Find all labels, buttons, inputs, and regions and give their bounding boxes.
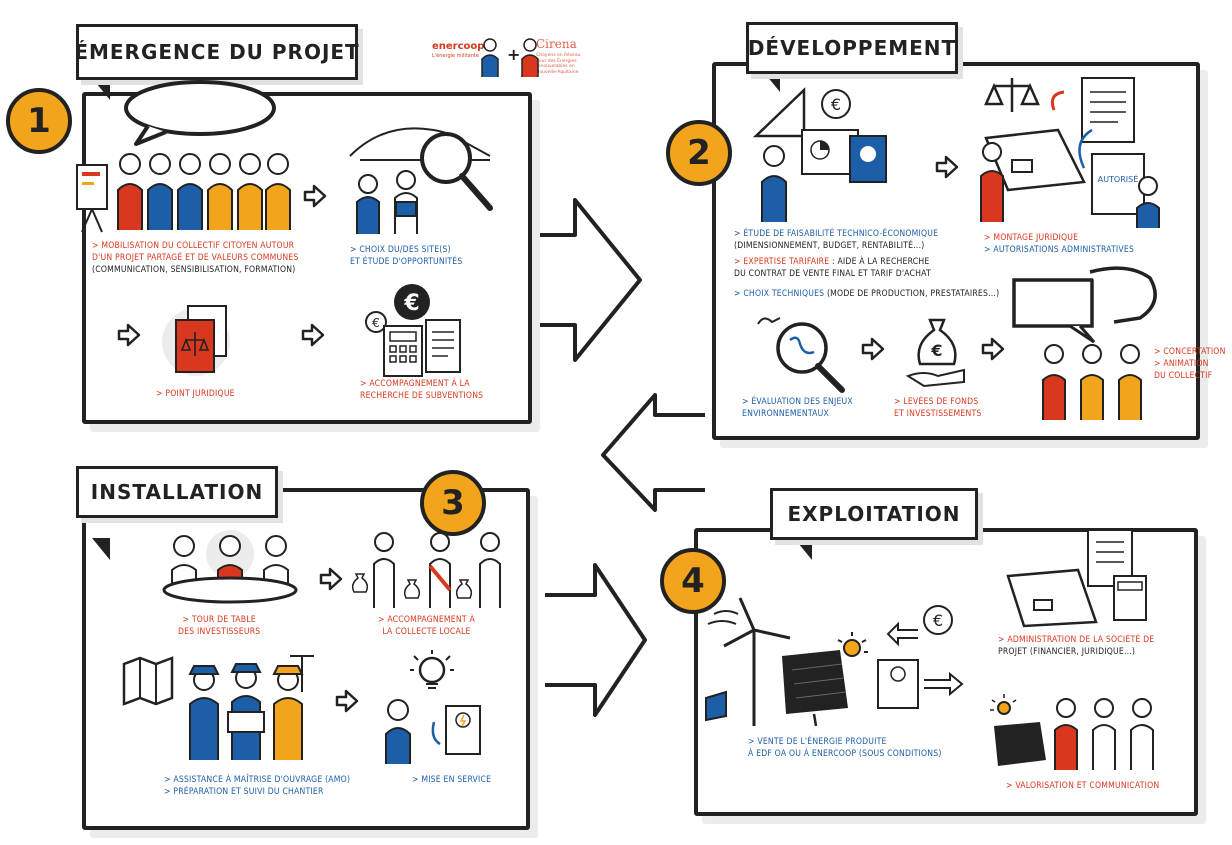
environment-assessment-icon — [757, 317, 845, 393]
flow-arrow-icon — [335, 689, 359, 713]
energy-production-illustration: € — [705, 597, 964, 727]
local-collection-illustration — [351, 532, 501, 608]
flow-arrow-icon — [935, 155, 959, 179]
phase-1-step-1-caption: > Mobilisation du collectif citoyen auto… — [92, 241, 299, 275]
svg-text:€: € — [403, 291, 419, 316]
phase-3-panel — [82, 488, 530, 830]
speech-bubble-icon — [124, 80, 276, 146]
phase-2-step-7-caption: > Concertation > Animation du collectif — [1154, 347, 1226, 381]
cirena-logo: Cirena — [536, 37, 577, 51]
phase-1-step-4-caption: > Accompagnement à la recherche de subve… — [360, 379, 484, 401]
phase-1-number: 1 — [6, 88, 72, 154]
phase-2-step-4-caption: > Montage juridique > Autorisations admi… — [984, 233, 1135, 255]
phase-2-step-3-caption: > Choix techniques (mode de production, … — [734, 289, 1000, 299]
authorised-stamp: AUTORISÉ — [1098, 173, 1139, 184]
cirena-tagline: Citoyens en Réseau pour des Énergies ren… — [536, 53, 581, 75]
phase-2-banner-tail — [762, 70, 780, 92]
legal-setup-illustration: AUTORISÉ — [980, 77, 1160, 228]
project-management-illustration — [122, 655, 314, 760]
phase-3-step-1-caption: > Tour de table des investisseurs — [178, 615, 261, 637]
phase-2-number: 2 — [666, 120, 732, 186]
phase-4-banner-tail — [794, 538, 812, 560]
phase-1-banner-tail — [92, 78, 110, 100]
phase-4-step-2-caption: > Vente de l'énergie produite à EDF OA o… — [748, 737, 942, 759]
flipchart-icon — [76, 164, 108, 233]
phase-2-step-1-caption: > Étude de faisabilité technico-économiq… — [734, 229, 939, 251]
site-search-illustration — [349, 127, 493, 234]
phase-4-title: EXPLOITATION — [770, 488, 978, 540]
subsidy-calculator-icon: € € — [365, 284, 461, 377]
legal-document-icon — [162, 305, 230, 376]
partner-logos: enercoop L'énergie militante + Cirena Ci… — [432, 33, 602, 83]
flow-arrow-icon — [301, 323, 325, 347]
svg-text:€: € — [372, 316, 380, 330]
phase-4-step-1-caption: > Administration de la société de projet… — [998, 635, 1155, 657]
flow-arrow-icon — [981, 337, 1005, 361]
phase-1-title: ÉMERGENCE DU PROJET — [74, 24, 359, 80]
phase-3-number: 3 — [420, 470, 486, 536]
phase-4-number: 4 — [660, 548, 726, 614]
company-administration-illustration — [1006, 529, 1147, 628]
flow-arrow-icon — [319, 567, 343, 591]
svg-text:€: € — [933, 611, 943, 630]
svg-text:€: € — [831, 95, 841, 114]
citizen-group-icon — [117, 153, 291, 230]
phase-2-step-5-caption: > Évaluation des enjeux environnementaux — [742, 397, 853, 419]
phase-2-title: DÉVELOPPEMENT — [746, 22, 958, 74]
flow-arrow-icon — [303, 184, 327, 208]
svg-text:€: € — [930, 341, 942, 360]
phase-3-title: INSTALLATION — [76, 466, 278, 518]
phase-1-step-2-caption: > Choix du/des site(s) et étude d'opport… — [350, 245, 463, 267]
logo-plus: + — [507, 45, 521, 64]
commissioning-illustration — [385, 650, 481, 764]
phase-1-step-3-caption: > Point juridique — [156, 389, 235, 399]
phase-3-step-3-caption: > Assistance à maîtrise d'ouvrage (AMO) … — [164, 775, 351, 797]
flow-arrow-icon — [117, 323, 141, 347]
big-arrow-3-to-4 — [545, 563, 647, 717]
flow-arrow-icon — [861, 337, 885, 361]
enercoop-tagline: L'énergie militante — [432, 53, 479, 59]
big-arrow-1-to-2 — [510, 198, 642, 362]
phase-2-step-2-caption: > Expertise tarifaire : aide à la recher… — [734, 257, 931, 279]
phase-2-step-6-caption: > Levées de fonds et investissements — [894, 397, 982, 419]
phase-3-banner-tail — [92, 538, 110, 560]
big-arrow-2-to-3 — [601, 393, 705, 512]
investors-round-table-illustration — [162, 530, 298, 604]
phase-3-step-2-caption: > Accompagnement à la collecte locale — [378, 615, 475, 637]
logo-people-icon — [481, 38, 539, 77]
consultation-illustration — [1012, 266, 1157, 420]
enercoop-logo: enercoop — [432, 41, 485, 52]
fundraising-money-bag-icon: € — [905, 318, 965, 388]
feasibility-study-illustration: € — [752, 87, 887, 222]
phase-3-step-4-caption: > Mise en service — [412, 775, 492, 785]
phase-4-step-3-caption: > Valorisation et communication — [1006, 781, 1160, 791]
promotion-communication-illustration — [990, 694, 1154, 770]
